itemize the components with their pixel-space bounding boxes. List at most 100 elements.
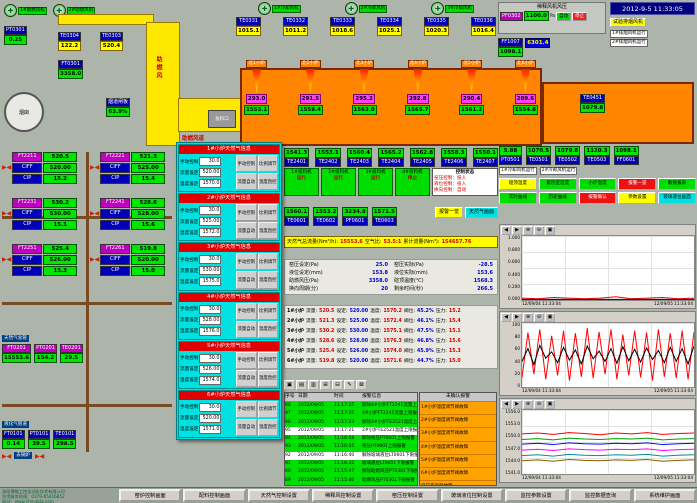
temp-setpoint-field[interactable]: 1570.0 — [199, 179, 222, 189]
flow-setpoint-field[interactable]: 528.00 — [199, 315, 222, 325]
manual-output-field[interactable]: 30.0 — [199, 304, 222, 314]
unacked-alarm-row[interactable]: 2#小炉温度调节阀故障 — [420, 415, 496, 429]
chart-tool-button[interactable]: ▣ — [545, 400, 555, 409]
toolbar-button[interactable]: ▥ — [308, 379, 319, 390]
temp-setpoint-field[interactable]: 1571.0 — [199, 424, 222, 434]
table-row[interactable]: 98 2012/09/05 11:17:25 解除4#小炉FT2241流量上限报… — [285, 402, 417, 411]
temp-direct-button[interactable]: 温度直控 — [257, 320, 278, 338]
chart-tool-button[interactable]: ⊕ — [523, 313, 533, 322]
flow-auto-button[interactable]: 流量自动 — [236, 173, 257, 191]
nav-button[interactable]: 实时曲线 — [499, 192, 537, 204]
ratio-control-button[interactable]: 比例调节 — [257, 400, 278, 418]
screen-nav-button[interactable]: 稀释风控制设置 — [311, 489, 375, 502]
flow-setpoint-field[interactable]: 530.00 — [199, 266, 222, 276]
flow-auto-button[interactable]: 流量自动 — [236, 320, 257, 338]
temp-setpoint-field[interactable]: 1575.0 — [199, 277, 222, 287]
table-row[interactable]: 92 2012/09/05 11:16:40 解除玻璃液位LT0601下限报警 — [285, 451, 417, 461]
manual-control-button[interactable]: 手动控制 — [236, 204, 257, 222]
manual-output-field[interactable]: 30.0 — [199, 353, 222, 363]
feeder-status[interactable]: 2#投料机 运行 — [321, 168, 356, 196]
nav-button[interactable]: 报警一览 — [618, 178, 657, 190]
manual-control-button[interactable]: 手动控制 — [236, 351, 257, 369]
chart-tool-button[interactable]: ▶ — [512, 226, 522, 235]
manual-output-field[interactable]: 30.0 — [199, 402, 222, 412]
manual-output-field[interactable]: 30.0 — [199, 157, 222, 167]
nav-button[interactable]: 玻璃液位画面 — [658, 192, 696, 204]
ratio-control-button[interactable]: 比例调节 — [257, 302, 278, 320]
burner-port[interactable]: 北4小炉 292.8 1565.7 — [405, 60, 431, 115]
chart-tool-button[interactable]: ⊖ — [534, 226, 544, 235]
screen-nav-button[interactable]: 监控参数设置 — [504, 489, 568, 502]
chart-tool-button[interactable]: ▣ — [545, 313, 555, 322]
table-row[interactable]: 90 2012/09/05 11:15:47 解除助燃风压PT0301下限报警 — [285, 468, 417, 477]
unacked-alarm-row[interactable]: 3#小炉温度调节阀故障 — [420, 428, 496, 442]
temp-setpoint-field[interactable]: 1572.0 — [199, 228, 222, 238]
screen-nav-button[interactable]: 窑炉控制画面 — [119, 489, 182, 502]
chart-tool-button[interactable]: ⊕ — [523, 400, 533, 409]
nav-button[interactable]: 参数设置 — [618, 192, 657, 204]
toolbar-button[interactable]: ▤ — [296, 379, 307, 390]
table-row[interactable]: 95 2012/09/05 11:17:21 2#小炉TE2521温度上限报警 — [285, 426, 417, 436]
flow-auto-button[interactable]: 流量自动 — [236, 418, 257, 437]
feeder-status[interactable]: 3#投料机 运行 — [358, 168, 393, 196]
ratio-control-button[interactable]: 比例调节 — [257, 204, 278, 222]
toolbar-button[interactable]: ⊟ — [332, 379, 343, 390]
temp-setpoint-field[interactable]: 1574.0 — [199, 375, 222, 385]
unacked-alarm-row[interactable]: 1#小炉温度调节阀故障 — [420, 402, 496, 416]
screen-nav-button[interactable]: 天然气控制设置 — [247, 489, 310, 502]
test-exhaust-fan-button[interactable]: 试验排烟风机 — [610, 18, 647, 27]
ratio-control-button[interactable]: 比例调节 — [257, 351, 278, 369]
temp-setpoint-field[interactable]: 1576.0 — [199, 326, 222, 336]
chart-tool-button[interactable]: ⊖ — [534, 400, 544, 409]
auto-mode-button[interactable]: 自动 — [556, 11, 572, 21]
nav-button[interactable]: 碹顶温度 — [499, 178, 537, 190]
screen-nav-button[interactable]: 系统维护画面 — [633, 489, 696, 502]
nav-button[interactable]: 小炉温度 — [578, 178, 617, 190]
toolbar-button[interactable]: ▣ — [284, 379, 295, 390]
burner-port[interactable]: 北1小炉 293.0 1553.1 — [244, 60, 270, 115]
screen-button[interactable]: 天然气画面 — [464, 206, 498, 218]
nav-button[interactable]: 数据报表 — [658, 178, 696, 190]
flow-setpoint-field[interactable]: 525.00 — [199, 217, 222, 227]
ratio-control-button[interactable]: 比例调节 — [257, 155, 278, 173]
nav-button[interactable]: 报警确认 — [578, 192, 617, 204]
toolbar-button[interactable]: ⊠ — [356, 379, 367, 390]
chart-tool-button[interactable]: ⊖ — [534, 313, 544, 322]
screen-nav-button[interactable]: 窑压控制设置 — [376, 489, 439, 502]
temp-direct-button[interactable]: 温度直控 — [257, 222, 278, 240]
ratio-control-button[interactable]: 比例调节 — [257, 253, 278, 271]
nav-button[interactable]: 蓄热室温度 — [538, 178, 577, 190]
unacked-alarm-row[interactable]: 5#小炉温度调节阀故障 — [420, 454, 496, 469]
nav-button[interactable]: 历史曲线 — [538, 192, 577, 204]
table-row[interactable]: 97 2012/09/05 11:17:25 4#小炉FT2241流量上限报警 — [285, 410, 417, 419]
flow-setpoint-field[interactable]: 526.00 — [199, 364, 222, 374]
burner-port[interactable]: 北3小炉 295.2 1563.0 — [351, 60, 377, 115]
temp-direct-button[interactable]: 温度直控 — [257, 173, 278, 191]
chart-tool-button[interactable]: ▶ — [512, 400, 522, 409]
screen-button[interactable]: 报警一览 — [434, 206, 463, 218]
screen-nav-button[interactable]: 监控数据查询 — [569, 489, 632, 502]
temp-direct-button[interactable]: 温度直控 — [257, 418, 278, 437]
toolbar-button[interactable]: ⊞ — [320, 379, 331, 390]
flow-setpoint-field[interactable]: 520.00 — [199, 168, 222, 178]
manual-control-button[interactable]: 手动控制 — [236, 400, 257, 418]
unacked-alarm-row[interactable]: 窑压变送器故障 — [420, 481, 496, 485]
screen-nav-button[interactable]: 配料控制画面 — [183, 489, 246, 502]
temp-direct-button[interactable]: 温度直控 — [257, 369, 278, 387]
unacked-alarm-row[interactable]: 6#小炉温度调节阀故障 — [420, 468, 496, 482]
flow-auto-button[interactable]: 流量自动 — [236, 369, 257, 387]
flow-setpoint-field[interactable]: 520.00 — [199, 413, 222, 423]
manual-output-field[interactable]: 30.0 — [199, 255, 222, 265]
table-row[interactable]: 89 2012/09/05 11:15:40 助燃风压PT0301下限报警 — [285, 476, 417, 485]
manual-control-button[interactable]: 手动控制 — [236, 302, 257, 320]
burner-port[interactable]: 北2小炉 291.5 1558.4 — [297, 60, 323, 115]
unacked-alarm-row[interactable]: 4#小炉温度调节阀故障 — [420, 441, 496, 455]
feeder-status[interactable]: 4#投料机 停止 — [395, 168, 430, 196]
flow-auto-button[interactable]: 流量自动 — [236, 222, 257, 240]
flow-auto-button[interactable]: 流量自动 — [236, 271, 257, 289]
stop-button[interactable]: 停止 — [572, 11, 588, 21]
chart-tool-button[interactable]: ◀ — [501, 226, 511, 235]
chart-tool-button[interactable]: ◀ — [501, 400, 511, 409]
temp-direct-button[interactable]: 温度直控 — [257, 271, 278, 289]
chart-tool-button[interactable]: ⊕ — [523, 226, 533, 235]
